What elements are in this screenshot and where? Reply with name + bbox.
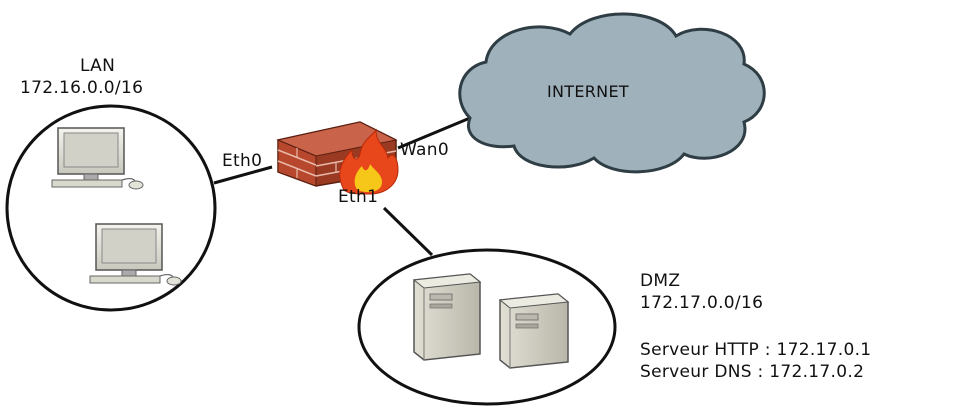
internet-label: INTERNET [547, 82, 629, 101]
link-firewall-dmz [382, 206, 434, 257]
lan-title: LAN [80, 56, 116, 76]
server-dns-entry: Serveur DNS : 172.17.0.2 [640, 362, 865, 382]
dmz-zone-circle [357, 248, 617, 406]
interface-eth0-label: Eth0 [222, 151, 263, 171]
interface-wan0-label: Wan0 [400, 140, 449, 160]
internet-cloud-icon [458, 12, 766, 174]
firewall-icon [276, 121, 399, 195]
server-http-entry: Serveur HTTP : 172.17.0.1 [640, 340, 872, 360]
dmz-title: DMZ [640, 271, 681, 291]
link-lan-firewall [213, 165, 273, 185]
workstation-icon [89, 223, 182, 286]
interface-eth1-label: Eth1 [338, 187, 379, 207]
lan-zone-circle [5, 104, 217, 312]
lan-subnet: 172.16.0.0/16 [20, 78, 144, 98]
link-firewall-internet [397, 116, 471, 150]
workstation-icon [51, 127, 144, 190]
server-icon [498, 293, 570, 369]
server-icon [412, 273, 482, 361]
dmz-subnet: 172.17.0.0/16 [640, 293, 764, 313]
